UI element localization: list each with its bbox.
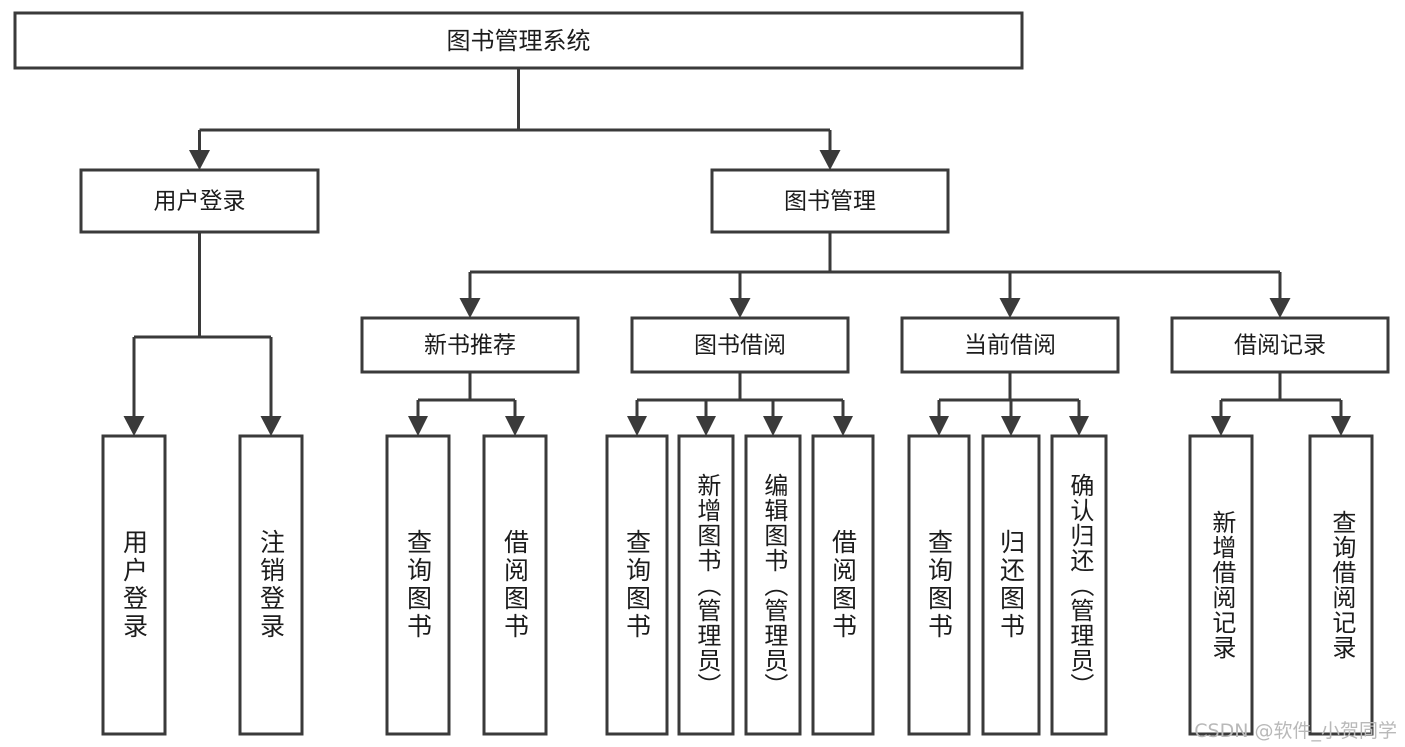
- leaf-label-user-login: 用户登录: [119, 529, 149, 641]
- arrowhead-icon: [1211, 416, 1231, 436]
- arrowhead-layer: [123, 150, 1351, 436]
- connector-user-login-to-leaves: [132, 232, 273, 418]
- connector-new-book-rec-to-leaves: [416, 372, 517, 418]
- node-borrow-record[interactable]: 借阅记录: [1170, 316, 1390, 374]
- connector-layer: [132, 68, 1343, 418]
- leaf-label-return-book: 归还图书: [996, 529, 1026, 641]
- node-root-label: 图书管理系统: [447, 27, 591, 55]
- node-new-book-rec-label: 新书推荐: [424, 333, 516, 359]
- node-book-manage[interactable]: 图书管理: [710, 168, 950, 234]
- connector-root-to-level2: [198, 68, 832, 152]
- node-book-manage-box[interactable]: [710, 168, 950, 234]
- arrowhead-icon: [260, 416, 282, 436]
- leaf-box-query-book-rec[interactable]: [385, 434, 451, 736]
- node-new-book-rec[interactable]: 新书推荐: [360, 316, 580, 374]
- leaf-box-confirm-return[interactable]: [1050, 434, 1108, 736]
- leaf-label-add-record: 新增借阅记录: [1207, 510, 1236, 660]
- node-user-login-box[interactable]: [79, 168, 320, 234]
- leaf-box-user-logout[interactable]: [238, 434, 304, 736]
- leaf-label-edit-book: 编辑图书（管理员）: [759, 472, 788, 698]
- arrowhead-icon: [627, 416, 647, 436]
- leaf-box-query-record[interactable]: [1308, 434, 1374, 736]
- arrowhead-icon: [1069, 416, 1089, 436]
- connector-book-borrow-to-leaves: [635, 372, 845, 418]
- arrowhead-icon: [999, 298, 1021, 318]
- leaf-box-query-book[interactable]: [605, 434, 669, 736]
- leaf-box-borrow-book-rec[interactable]: [482, 434, 548, 736]
- leaf-box-layer: [101, 434, 1374, 736]
- arrowhead-icon: [1331, 416, 1351, 436]
- leaf-label-add-book: 新增图书（管理员）: [692, 472, 721, 698]
- leaf-box-borrow-book[interactable]: [811, 434, 875, 736]
- node-book-borrow-label: 图书借阅: [694, 333, 786, 359]
- arrowhead-icon: [763, 416, 783, 436]
- node-book-borrow[interactable]: 图书借阅: [630, 316, 850, 374]
- leaf-label-user-logout: 注销登录: [256, 529, 286, 641]
- arrowhead-icon: [408, 416, 428, 436]
- connector-borrow-record-to-leaves: [1219, 372, 1343, 418]
- arrowhead-icon: [189, 150, 210, 170]
- connector-current-borrow-to-leaves: [937, 372, 1081, 418]
- node-current-borrow[interactable]: 当前借阅: [900, 316, 1120, 374]
- leaf-box-edit-book[interactable]: [744, 434, 802, 736]
- node-book-manage-label: 图书管理: [784, 189, 876, 215]
- leaf-label-query-record: 查询借阅记录: [1327, 510, 1356, 660]
- node-current-borrow-box[interactable]: [900, 316, 1120, 374]
- arrowhead-icon: [123, 416, 145, 436]
- arrowhead-icon: [929, 416, 949, 436]
- node-borrow-record-box[interactable]: [1170, 316, 1390, 374]
- node-book-borrow-box[interactable]: [630, 316, 850, 374]
- arrowhead-icon: [1269, 298, 1291, 318]
- csdn-watermark: CSDN @软件_小贺同学: [1194, 720, 1397, 742]
- node-user-login-label: 用户登录: [154, 189, 246, 215]
- arrowhead-icon: [833, 416, 853, 436]
- node-root-box[interactable]: [13, 11, 1024, 70]
- arrowhead-icon: [505, 416, 525, 436]
- leaf-box-return-book[interactable]: [981, 434, 1041, 736]
- leaf-label-borrow-book-rec: 借阅图书: [500, 529, 530, 641]
- arrowhead-icon: [819, 150, 841, 170]
- connector-book-manage-to-level3: [468, 232, 1282, 300]
- leaf-box-query-book-cur[interactable]: [907, 434, 971, 736]
- leaf-label-query-book: 查询图书: [622, 529, 652, 641]
- leaf-box-add-book[interactable]: [677, 434, 735, 736]
- leaf-label-confirm-return: 确认归还（管理员）: [1065, 472, 1094, 698]
- node-user-login[interactable]: 用户登录: [79, 168, 320, 234]
- arrowhead-icon: [729, 298, 751, 318]
- leaf-box-user-login[interactable]: [101, 434, 167, 736]
- node-root[interactable]: 图书管理系统: [13, 11, 1024, 70]
- leaf-label-query-book-rec: 查询图书: [403, 529, 433, 641]
- node-borrow-record-label: 借阅记录: [1234, 333, 1326, 359]
- node-new-book-rec-box[interactable]: [360, 316, 580, 374]
- leaf-label-borrow-book: 借阅图书: [828, 529, 858, 641]
- leaf-box-add-record[interactable]: [1188, 434, 1254, 736]
- node-current-borrow-label: 当前借阅: [964, 333, 1056, 359]
- leaf-label-query-book-cur: 查询图书: [924, 529, 954, 641]
- arrowhead-icon: [1001, 416, 1021, 436]
- arrowhead-icon: [459, 298, 481, 318]
- arrowhead-icon: [696, 416, 716, 436]
